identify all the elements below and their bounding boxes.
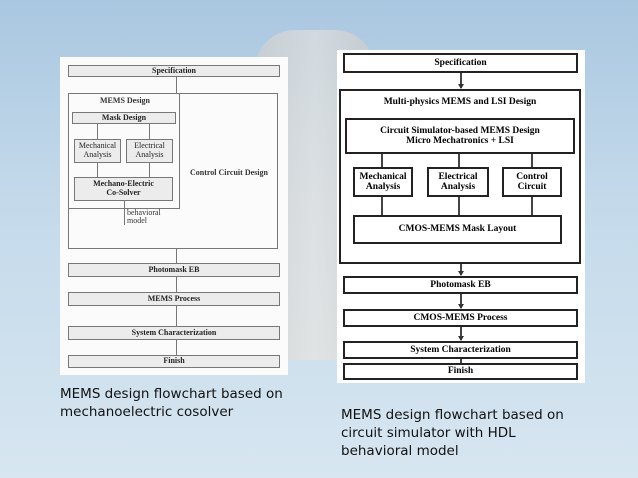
left-connector xyxy=(176,340,177,355)
right-specification-box: Specification xyxy=(343,53,578,73)
left-co-solver-box: Mechano-Electric Co-Solver xyxy=(74,177,173,201)
right-connector xyxy=(531,154,533,167)
right-connector xyxy=(460,294,462,308)
right-connector xyxy=(460,359,462,363)
left-mems-design-label: MEMS Design xyxy=(100,96,150,105)
left-connector xyxy=(176,77,177,93)
left-electrical-analysis-box: Electrical Analysis xyxy=(126,139,173,163)
left-mask-design-box: Mask Design xyxy=(72,112,176,124)
left-connector xyxy=(97,163,98,177)
right-mechanical-analysis-box: Mechanical Analysis xyxy=(353,167,413,197)
left-connector xyxy=(124,201,125,225)
left-finish-box: Finish xyxy=(68,355,280,368)
right-arrowhead xyxy=(458,271,464,276)
left-connector xyxy=(176,306,177,326)
right-flowchart: Specification Multi-physics MEMS and LSI… xyxy=(337,50,585,383)
right-mask-layout-box: CMOS-MEMS Mask Layout xyxy=(353,215,562,244)
left-specification-box: Specification xyxy=(68,65,280,77)
right-connector xyxy=(458,154,460,167)
right-arrowhead xyxy=(458,304,464,309)
right-photomask-box: Photomask EB xyxy=(343,276,578,294)
right-connector xyxy=(531,197,533,215)
right-caption: MEMS design flowchart based on circuit s… xyxy=(341,407,564,459)
right-connector xyxy=(381,154,383,167)
right-arrowhead xyxy=(458,336,464,341)
left-photomask-box: Photomask EB xyxy=(68,263,280,277)
left-flowchart: Specification MEMS Design Mask Design Me… xyxy=(60,57,288,375)
right-connector xyxy=(381,197,383,215)
right-electrical-analysis-box: Electrical Analysis xyxy=(427,167,489,197)
left-connector xyxy=(176,249,177,263)
right-connector xyxy=(460,327,462,340)
right-circuit-simulator-box: Circuit Simulator-based MEMS Design Micr… xyxy=(345,118,575,154)
right-system-characterization-box: System Characterization xyxy=(343,341,578,359)
left-mechanical-analysis-box: Mechanical Analysis xyxy=(74,139,121,163)
right-connector xyxy=(458,197,460,215)
left-mems-process-box: MEMS Process xyxy=(68,292,280,306)
right-connector xyxy=(460,264,462,275)
right-connector xyxy=(460,73,462,88)
left-connector xyxy=(149,163,150,177)
left-control-circuit-label: Control Circuit Design xyxy=(190,168,268,177)
left-connector xyxy=(149,124,150,139)
right-process-box: CMOS-MEMS Process xyxy=(343,309,578,327)
right-arrowhead xyxy=(458,84,464,89)
left-system-characterization-box: System Characterization xyxy=(68,326,280,340)
right-finish-box: Finish xyxy=(343,363,578,380)
right-control-circuit-box: Control Circuit xyxy=(502,167,562,197)
left-caption: MEMS design flowchart based on mechanoel… xyxy=(60,386,283,420)
left-connector xyxy=(97,124,98,139)
left-behavioral-model-label: behavioral model xyxy=(127,208,161,226)
left-control-circuit-frame xyxy=(68,93,278,249)
left-connector xyxy=(176,277,177,292)
